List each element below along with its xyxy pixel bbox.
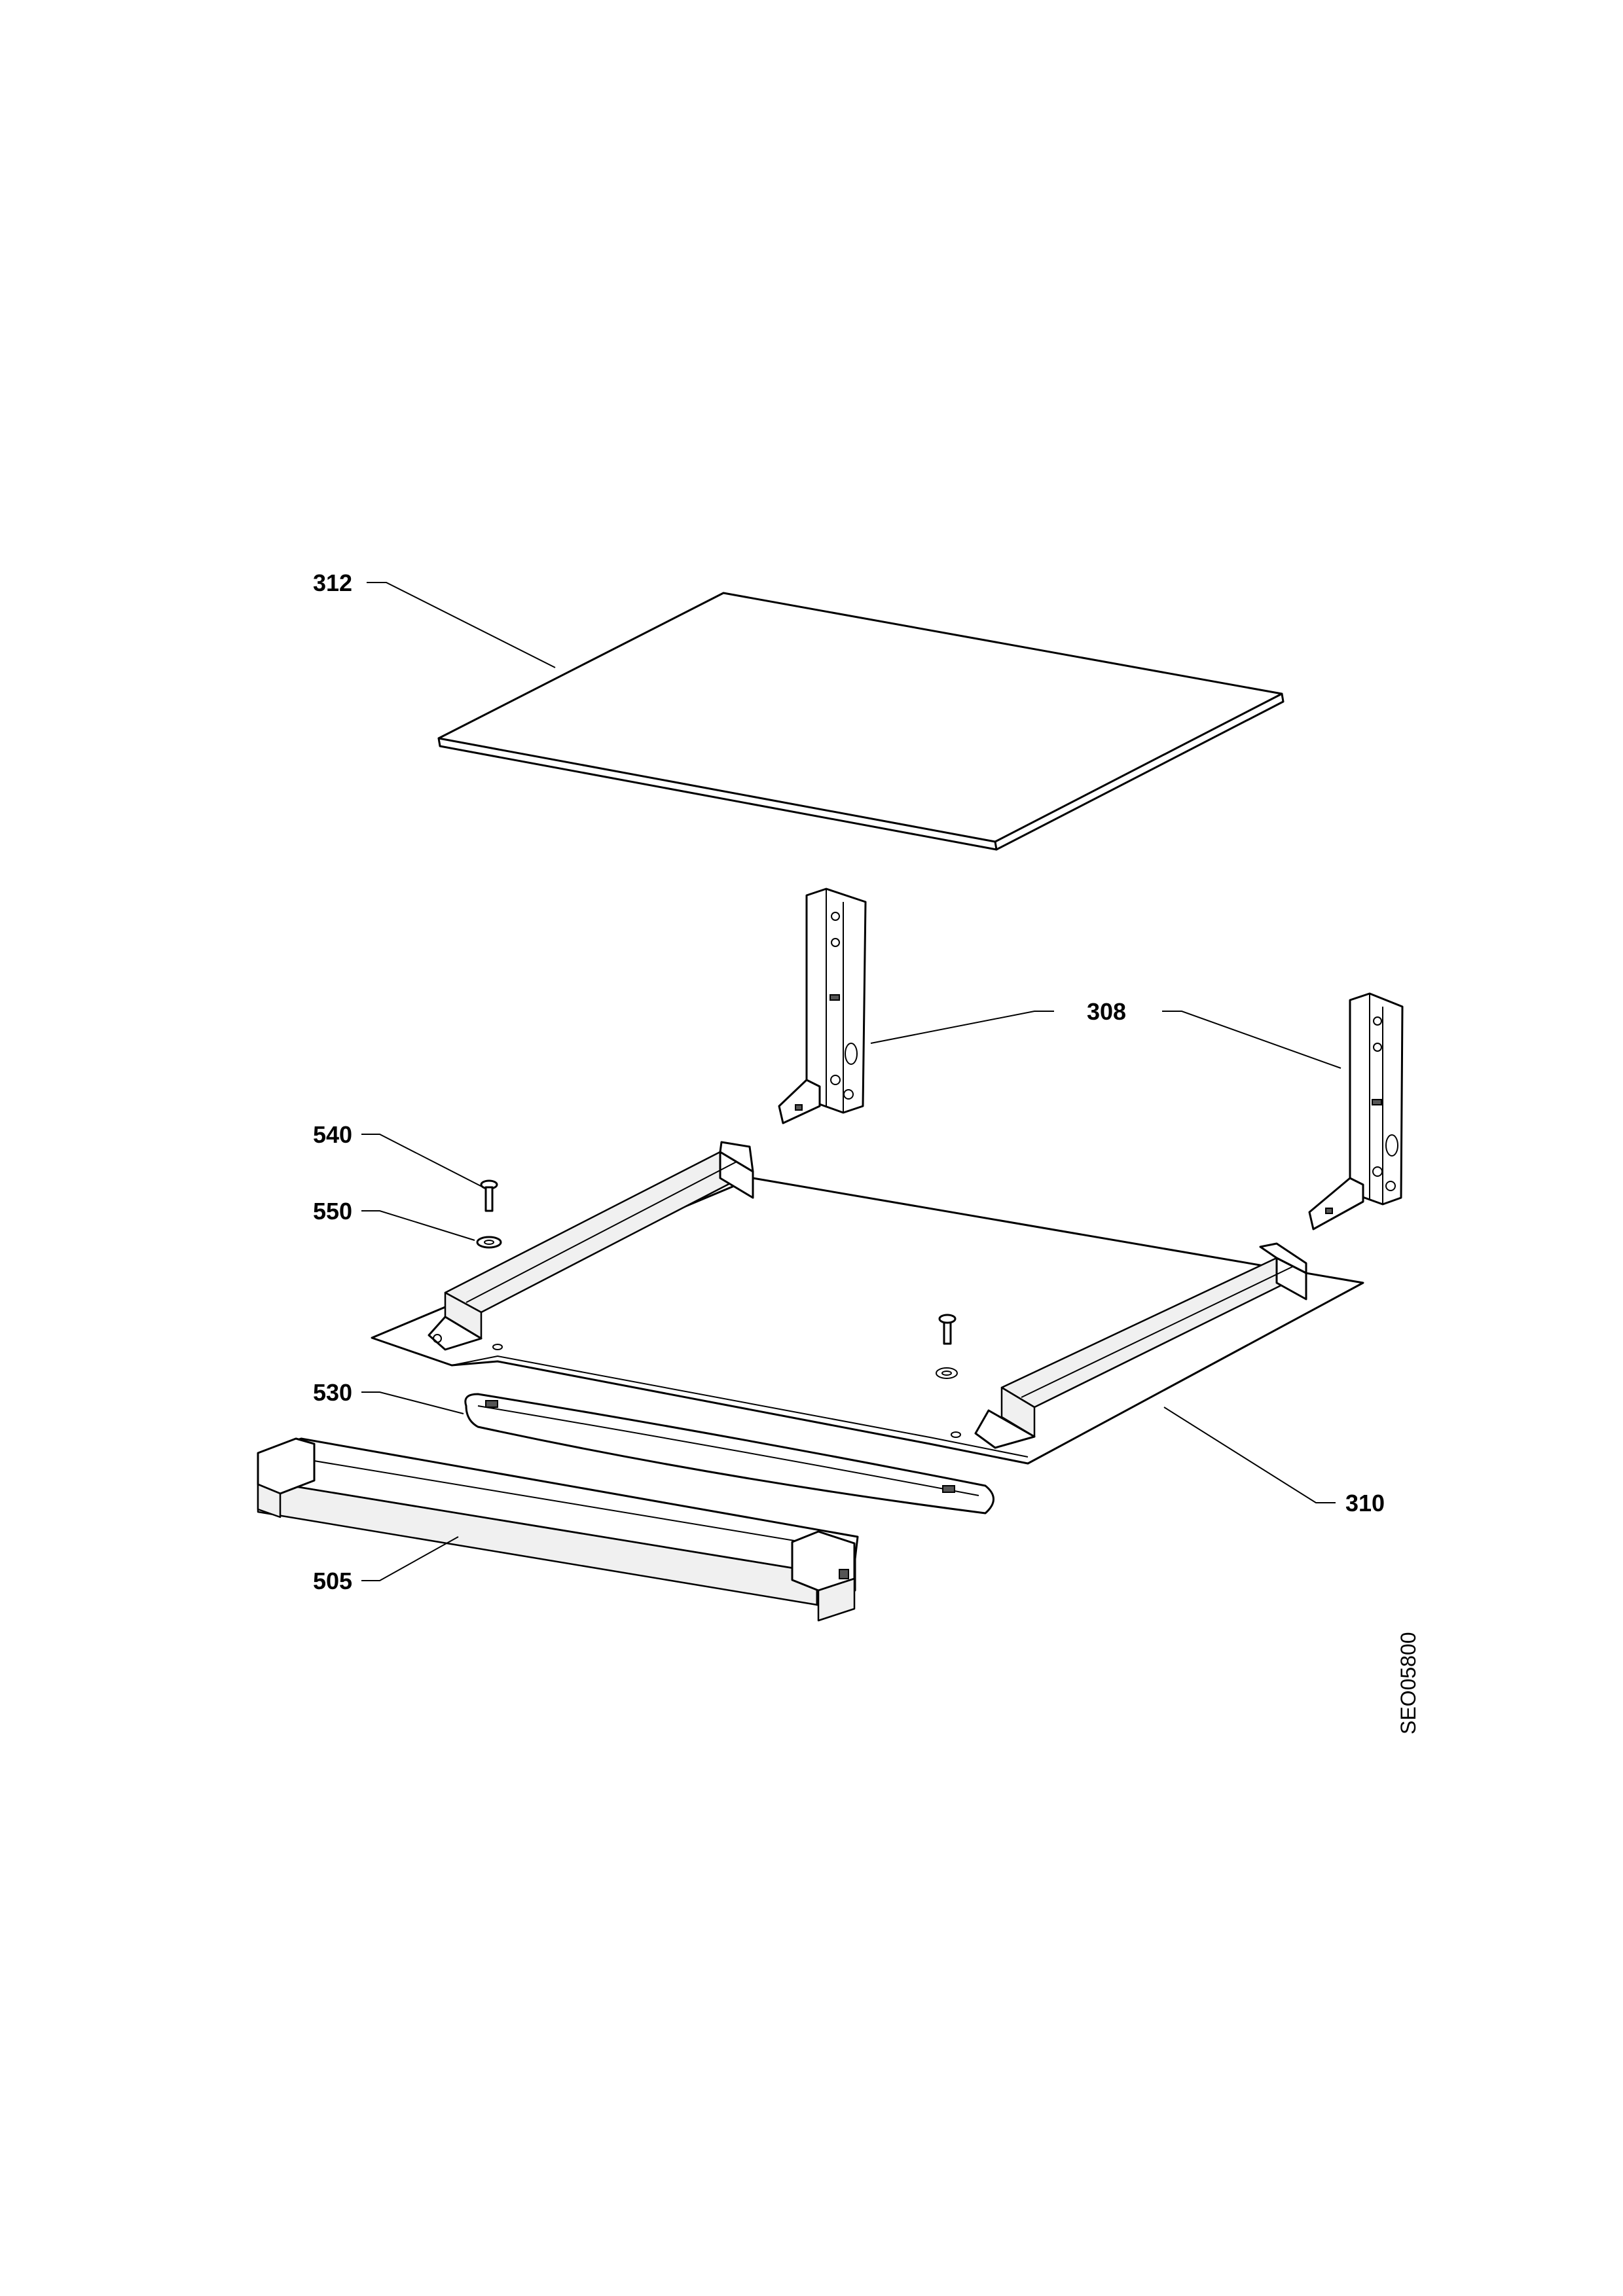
callout-530: 530 [313, 1379, 352, 1406]
leader-lines [361, 582, 1341, 1581]
part-308-hinge-left [778, 888, 867, 1124]
callout-505: 505 [313, 1568, 352, 1594]
callout-550: 550 [313, 1198, 352, 1225]
part-540-screw [480, 1179, 498, 1212]
callout-540: 540 [313, 1121, 352, 1148]
part-308-hinge-right [1308, 992, 1404, 1230]
callout-308: 308 [1087, 998, 1126, 1025]
part-550-washer [476, 1236, 502, 1249]
part-312-glass-panel [437, 592, 1285, 851]
callout-310: 310 [1345, 1490, 1385, 1516]
part-530-handle-trim [464, 1393, 994, 1515]
part-505-handle-bar [257, 1437, 859, 1622]
callout-312: 312 [313, 569, 352, 596]
part-310-door-frame [371, 1141, 1364, 1465]
drawing-code: SEO05800 [1396, 1632, 1420, 1734]
